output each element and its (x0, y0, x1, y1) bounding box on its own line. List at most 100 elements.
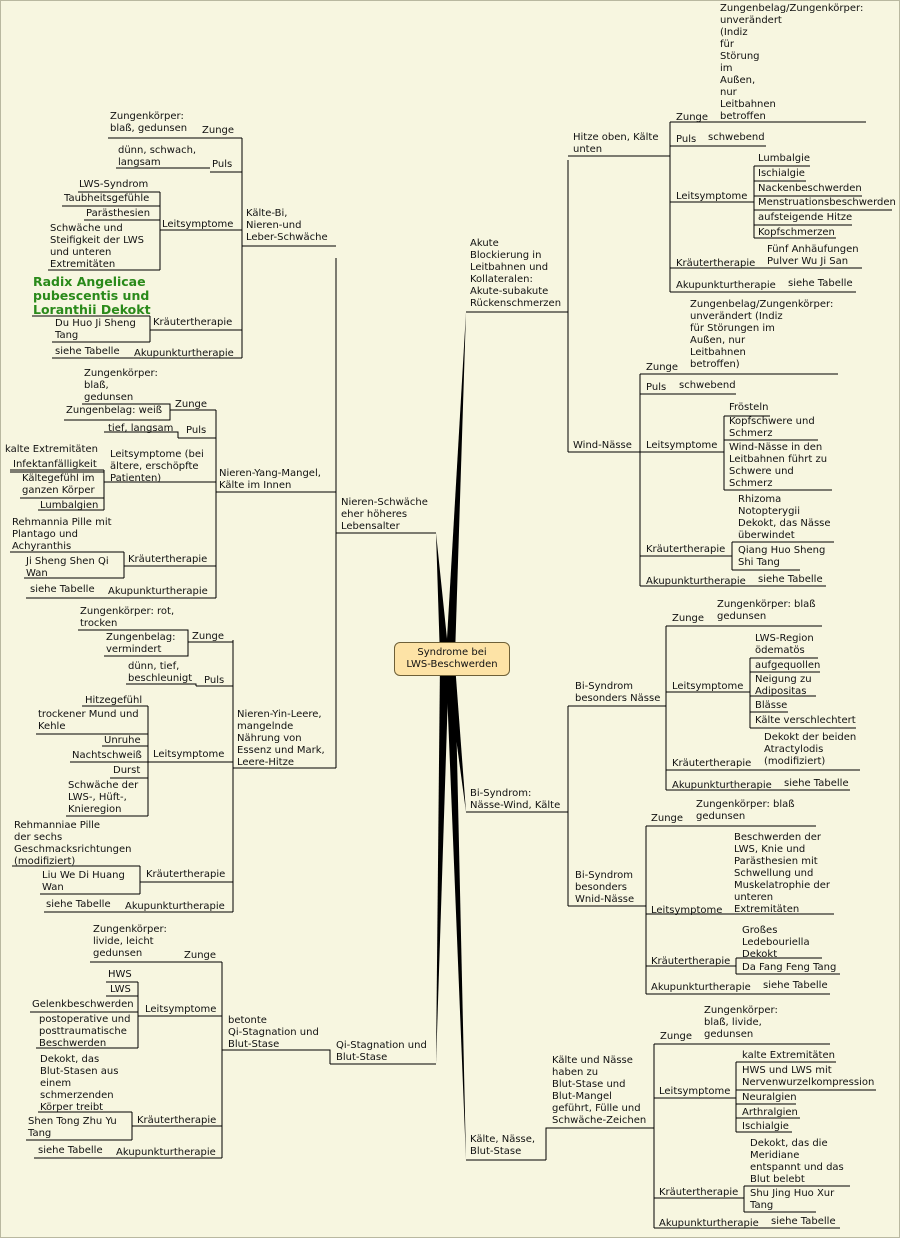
leaf-puls[interactable]: dünn, tief, beschleunigt (128, 661, 193, 684)
leaf-zunge[interactable]: Zungenbelag/Zungenkörper: unverändert (I… (690, 299, 834, 370)
label-akupunktur[interactable]: Akupunkturtherapie (646, 576, 746, 587)
leaf-akupunktur[interactable]: siehe Tabelle (784, 778, 849, 789)
branch-nieren-schwaeche[interactable]: Nieren-Schwäche eher höheres Lebensalter (341, 497, 428, 532)
label-kraeutertherapie[interactable]: Kräutertherapie (128, 554, 208, 565)
label-puls[interactable]: Puls (676, 134, 697, 145)
label-leitsymptome[interactable]: Leitsymptome (bei ältere, erschöpfte Pat… (110, 449, 204, 484)
leaf-zunge[interactable]: Zungenkörper: livide, leicht gedunsen (93, 924, 167, 959)
label-leitsymptome[interactable]: Leitsymptome (162, 219, 234, 230)
leaf-herb[interactable]: Liu We Di Huang Wan (42, 870, 125, 893)
leaf-symptom[interactable]: Schwäche und Steifigkeit der LWS und unt… (50, 223, 144, 270)
label-akupunktur[interactable]: Akupunkturtherapie (659, 1218, 759, 1229)
label-kraeutertherapie[interactable]: Kräutertherapie (672, 758, 752, 769)
leaf-zunge[interactable]: Zungenkörper: blaß gedunsen (696, 799, 795, 822)
leaf-symptom[interactable]: LWS (110, 984, 131, 995)
label-zunge[interactable]: Zunge (676, 112, 709, 123)
leaf-symptom[interactable]: HWS und LWS mit Nervenwurzelkompression (742, 1065, 875, 1088)
branch-qi-stagnation[interactable]: Qi-Stagnation und Blut-Stase (336, 1040, 427, 1063)
leaf-symptom[interactable]: kalte Extremitäten (5, 444, 98, 455)
central-topic[interactable]: Syndrome bei LWS-Beschwerden (394, 642, 510, 676)
leaf-symptom[interactable]: aufsteigende Hitze (758, 212, 853, 223)
label-kraeutertherapie[interactable]: Kräutertherapie (146, 869, 226, 880)
leaf-akupunktur[interactable]: siehe Tabelle (55, 346, 120, 357)
label-zunge[interactable]: Zunge (660, 1031, 693, 1042)
leaf-symptom[interactable]: postoperative und posttraumatische Besch… (39, 1014, 131, 1049)
leaf-zunge[interactable]: Zungenkörper: blaß, gedunsen (110, 111, 188, 134)
node-wind-naesse[interactable]: Wind-Nässe (573, 440, 632, 451)
node-yang-mangel[interactable]: Nieren-Yang-Mangel, Kälte im Innen (219, 468, 321, 491)
label-leitsymptome[interactable]: Leitsymptome (659, 1086, 731, 1097)
label-leitsymptome[interactable]: Leitsymptome (672, 681, 744, 692)
leaf-symptom[interactable]: Menstruationsbeschwerden (758, 197, 896, 208)
leaf-symptom[interactable]: Parästhesien (86, 208, 151, 219)
leaf-symptom[interactable]: Kopfschwere und Schmerz (729, 416, 815, 439)
leaf-symptom[interactable]: Gelenkbeschwerden (32, 999, 134, 1010)
leaf-symptom[interactable]: Hitzegefühl (85, 695, 143, 706)
leaf-zunge[interactable]: Zungenkörper: blaß, livide, gedunsen (704, 1005, 778, 1040)
leaf-symptom[interactable]: Frösteln (729, 402, 769, 413)
label-leitsymptome[interactable]: Leitsymptome (153, 749, 225, 760)
leaf-symptom[interactable]: Nackenbeschwerden (758, 183, 862, 194)
leaf-herb[interactable]: Rehmanniae Pille der sechs Geschmacksric… (14, 820, 132, 867)
label-puls[interactable]: Puls (204, 675, 225, 686)
leaf-herb[interactable]: Da Fang Feng Tang (742, 962, 837, 973)
leaf-herb[interactable]: Großes Ledebouriella Dekokt (742, 925, 810, 960)
node-hitze-oben[interactable]: Hitze oben, Kälte unten (573, 132, 659, 155)
leaf-symptom[interactable]: Neuralgien (742, 1092, 797, 1103)
leaf-symptom[interactable]: Ischialgie (758, 168, 805, 179)
label-leitsymptome[interactable]: Leitsymptome (676, 191, 748, 202)
label-puls[interactable]: Puls (212, 159, 233, 170)
leaf-herb[interactable]: Shen Tong Zhu Yu Tang (28, 1116, 117, 1139)
label-zunge[interactable]: Zunge (651, 813, 684, 824)
label-akupunktur[interactable]: Akupunkturtherapie (125, 901, 225, 912)
label-leitsymptome[interactable]: Leitsymptome (651, 905, 723, 916)
label-kraeutertherapie[interactable]: Kräutertherapie (137, 1115, 217, 1126)
leaf-herb[interactable]: Fünf Anhäufungen Pulver Wu Ji San (767, 244, 859, 267)
leaf-symptom[interactable]: Beschwerden der LWS, Knie und Parästhesi… (734, 832, 831, 915)
label-akupunktur[interactable]: Akupunkturtherapie (676, 280, 776, 291)
leaf-herb[interactable]: Dekokt der beiden Atractylodis (modifizi… (764, 732, 857, 767)
label-zunge[interactable]: Zunge (672, 613, 705, 624)
label-kraeutertherapie[interactable]: Kräutertherapie (676, 258, 756, 269)
leaf-akupunktur[interactable]: siehe Tabelle (763, 980, 828, 991)
node-kaelte-blutstase[interactable]: Kälte und Nässe haben zu Blut-Stase und … (552, 1055, 647, 1126)
leaf-akupunktur[interactable]: siehe Tabelle (30, 584, 95, 595)
leaf-herb[interactable]: Dekokt, das die Meridiane entspannt und … (750, 1138, 844, 1185)
leaf-herb[interactable]: Qiang Huo Sheng Shi Tang (738, 545, 826, 568)
leaf-symptom[interactable]: aufgequollen (755, 660, 821, 671)
leaf-symptom[interactable]: Kälte verschlechtert (755, 715, 856, 726)
leaf-zunge[interactable]: Zungenkörper: rot, trocken (80, 606, 175, 629)
leaf-zunge[interactable]: Zungenbelag/Zungenkörper: unverändert (I… (720, 3, 864, 122)
label-kraeutertherapie[interactable]: Kräutertherapie (646, 544, 726, 555)
node-bi-wind[interactable]: Bi-Syndrom besonders Wnid-Nässe (575, 870, 635, 905)
leaf-herb[interactable]: Shu Jing Huo Xur Tang (750, 1188, 835, 1211)
branch-akute[interactable]: Akute Blockierung in Leitbahnen und Koll… (470, 238, 562, 309)
leaf-puls[interactable]: tief, langsam (108, 423, 174, 434)
leaf-symptom[interactable]: Ischialgie (742, 1121, 789, 1132)
leaf-zunge[interactable]: Zungenkörper: blaß gedunsen (717, 599, 816, 622)
leaf-akupunktur[interactable]: siehe Tabelle (788, 278, 853, 289)
leaf-herb[interactable]: Du Huo Ji Sheng Tang (55, 318, 136, 341)
label-zunge[interactable]: Zunge (184, 950, 217, 961)
leaf-symptom[interactable]: Taubheitsgefühle (64, 193, 150, 204)
leaf-akupunktur[interactable]: siehe Tabelle (46, 899, 111, 910)
leaf-zunge[interactable]: Zungenbelag: vermindert (106, 632, 176, 655)
leaf-zunge[interactable]: Zungenkörper: blaß, gedunsen (84, 368, 158, 403)
leaf-symptom[interactable]: trockener Mund und Kehle (38, 709, 139, 732)
leaf-symptom[interactable]: HWS (108, 969, 132, 980)
leaf-zunge[interactable]: Zungenbelag: weiß (66, 405, 163, 416)
leaf-symptom[interactable]: LWS-Region ödematös (755, 633, 814, 656)
leaf-symptom[interactable]: Lumbalgie (758, 153, 811, 164)
node-qi-blut[interactable]: betonte Qi-Stagnation und Blut-Stase (228, 1015, 319, 1050)
node-kaelte-bi[interactable]: Kälte-Bi, Nieren-und Leber-Schwäche (246, 208, 328, 243)
leaf-symptom[interactable]: Unruhe (104, 735, 141, 746)
label-akupunktur[interactable]: Akupunkturtherapie (108, 586, 208, 597)
leaf-symptom[interactable]: Neigung zu Adipositas (755, 674, 812, 697)
label-zunge[interactable]: Zunge (202, 125, 235, 136)
label-puls[interactable]: Puls (186, 425, 207, 436)
leaf-symptom[interactable]: LWS-Syndrom (79, 179, 149, 190)
leaf-symptom[interactable]: Kopfschmerzen (758, 227, 835, 238)
leaf-symptom[interactable]: Kältegefühl im ganzen Körper (22, 473, 95, 496)
branch-bi-syndrom[interactable]: Bi-Syndrom: Nässe-Wind, Kälte (470, 788, 561, 811)
label-leitsymptome[interactable]: Leitsymptome (646, 440, 718, 451)
